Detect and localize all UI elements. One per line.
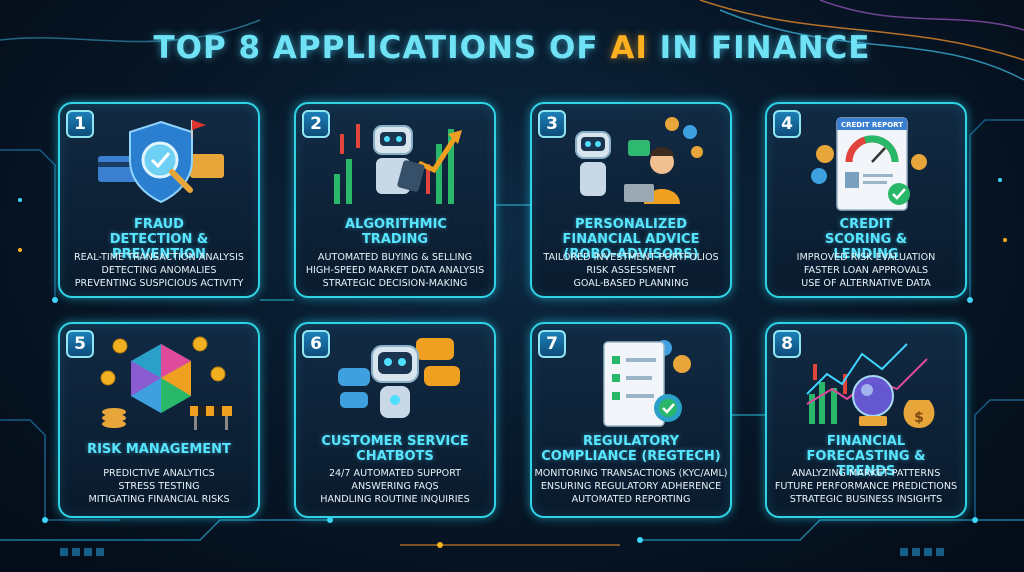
card-title-text: CUSTOMER SERVICE CHATBOTS	[321, 434, 469, 464]
robot-trading-chart-icon	[334, 124, 462, 204]
bullet-line: DETECTING ANOMALIES	[101, 265, 217, 276]
bullet-line: IMPROVED RISK EVALUATION	[796, 252, 936, 263]
card-title-text: CREDIT SCORING & LENDING	[824, 217, 908, 262]
card-title-text: RISK MANAGEMENT	[87, 442, 231, 457]
bullet-line: RISK ASSESSMENT	[586, 265, 676, 276]
shield-magnifier-icon	[98, 120, 224, 204]
bullet-line: ENSURING REGULATORY ADHERENCE	[540, 481, 722, 492]
card-bullets: ANALYZING MARKET PATTERNS FUTURE PERFORM…	[769, 467, 963, 506]
bullet-line: 24/7 AUTOMATED SUPPORT	[328, 468, 462, 479]
card-bullets: 24/7 AUTOMATED SUPPORT ANSWERING FAQS HA…	[298, 467, 492, 506]
card-algorithmic-trading: 2 ALGORITHMIC TRADING AUTOMATED BUYING &…	[294, 102, 496, 298]
bullet-line: AUTOMATED BUYING & SELLING	[317, 252, 473, 263]
credit-report-icon: CREDIT REPORT	[811, 117, 927, 211]
card-title: REGULATORY COMPLIANCE (REGTECH)	[536, 434, 726, 464]
card-robo-advisors: 3 PERSONALIZED FINANCIAL ADVICE (ROBO-AD…	[530, 102, 732, 298]
card-number: 2	[302, 110, 330, 138]
card-title: FRAUD DETECTION & PREVENTION	[64, 217, 254, 262]
bullet-line: GOAL-BASED PLANNING	[573, 278, 689, 289]
svg-text:$: $	[914, 410, 924, 426]
card-title: CUSTOMER SERVICE CHATBOTS	[300, 434, 490, 464]
card-title: CREDIT SCORING & LENDING	[771, 217, 961, 262]
card-title-text: FINANCIAL FORECASTING & TRENDS	[806, 434, 926, 479]
title-suffix: IN FINANCE	[647, 30, 871, 66]
bullet-line: STRATEGIC DECISION-MAKING	[322, 278, 468, 289]
title-highlight: AI	[610, 30, 648, 66]
bullet-line: MITIGATING FINANCIAL RISKS	[88, 494, 230, 505]
card-number: 4	[773, 110, 801, 138]
card-bullets: PREDICTIVE ANALYTICS STRESS TESTING MITI…	[62, 467, 256, 506]
card-title: RISK MANAGEMENT	[64, 442, 254, 457]
card-chatbots: 6 CUSTOMER SERVICE CHATBOTS 24/7 AUTOMAT…	[294, 322, 496, 518]
card-forecasting: 8 $ FINANCIAL FORECASTING & TRENDS ANALY…	[765, 322, 967, 518]
crystal-ball-forecast-icon: $	[806, 343, 935, 428]
bullet-line: USE OF ALTERNATIVE DATA	[801, 278, 931, 289]
bullet-line: AUTOMATED REPORTING	[571, 494, 691, 505]
bullet-line: STRATEGIC BUSINESS INSIGHTS	[789, 494, 943, 505]
card-number: 6	[302, 330, 330, 358]
bullet-line: STRESS TESTING	[118, 481, 200, 492]
chatbot-icon	[338, 338, 460, 418]
card-number: 5	[66, 330, 94, 358]
card-title-text: REGULATORY COMPLIANCE (REGTECH)	[541, 434, 721, 464]
bullet-line: TAILORED INVESTMENT PORTFOLIOS	[543, 252, 719, 263]
credit-report-label: CREDIT REPORT	[841, 121, 903, 129]
robot-advisor-icon	[575, 117, 703, 204]
page-title: TOP 8 APPLICATIONS OF AI IN FINANCE	[0, 30, 1024, 66]
card-number: 1	[66, 110, 94, 138]
bullet-line: HANDLING ROUTINE INQUIRIES	[320, 494, 470, 505]
card-title: FINANCIAL FORECASTING & TRENDS	[771, 434, 961, 479]
card-bullets: REAL-TIME TRANSACTION ANALYSIS DETECTING…	[62, 251, 256, 290]
bullet-line: REAL-TIME TRANSACTION ANALYSIS	[73, 252, 245, 263]
card-title-text: FRAUD DETECTION & PREVENTION	[109, 217, 209, 262]
bullet-line: PREDICTIVE ANALYTICS	[103, 468, 215, 479]
card-bullets: TAILORED INVESTMENT PORTFOLIOS RISK ASSE…	[534, 251, 728, 290]
card-regtech: 7 REGULATORY COMPLIANCE (REGTECH) MONITO…	[530, 322, 732, 518]
risk-hexagon-icon	[100, 336, 232, 430]
card-title: PERSONALIZED FINANCIAL ADVICE (ROBO-ADVI…	[536, 217, 726, 262]
card-bullets: IMPROVED RISK EVALUATION FASTER LOAN APP…	[769, 251, 963, 290]
card-credit-scoring: 4 CREDIT REPORT CREDIT SCORING & LENDING…	[765, 102, 967, 298]
bullet-line: HIGH-SPEED MARKET DATA ANALYSIS	[305, 265, 485, 276]
compliance-checklist-icon	[603, 340, 691, 427]
card-bullets: AUTOMATED BUYING & SELLING HIGH-SPEED MA…	[298, 251, 492, 290]
bullet-line: ANSWERING FAQS	[351, 481, 439, 492]
card-number: 8	[773, 330, 801, 358]
bullet-line: FASTER LOAN APPROVALS	[803, 265, 929, 276]
card-title-text: PERSONALIZED FINANCIAL ADVICE (ROBO-ADVI…	[562, 217, 700, 262]
bullet-line: PREVENTING SUSPICIOUS ACTIVITY	[74, 278, 244, 289]
card-fraud-detection: 1 FRAUD DETECTION & PREVENTION REAL-TIME…	[58, 102, 260, 298]
bullet-line: FUTURE PERFORMANCE PREDICTIONS	[774, 481, 958, 492]
card-number: 3	[538, 110, 566, 138]
title-prefix: TOP 8 APPLICATIONS OF	[153, 30, 611, 66]
card-number: 7	[538, 330, 566, 358]
card-title-text: ALGORITHMIC TRADING	[345, 217, 447, 247]
bullet-line: ANALYZING MARKET PATTERNS	[791, 468, 941, 479]
card-title: ALGORITHMIC TRADING	[300, 217, 490, 247]
card-bullets: MONITORING TRANSACTIONS (KYC/AML) ENSURI…	[534, 467, 728, 506]
card-risk-management: 5 RISK MANAGEMENT PREDICTIVE ANALYTICS S…	[58, 322, 260, 518]
bullet-line: MONITORING TRANSACTIONS (KYC/AML)	[534, 468, 728, 479]
